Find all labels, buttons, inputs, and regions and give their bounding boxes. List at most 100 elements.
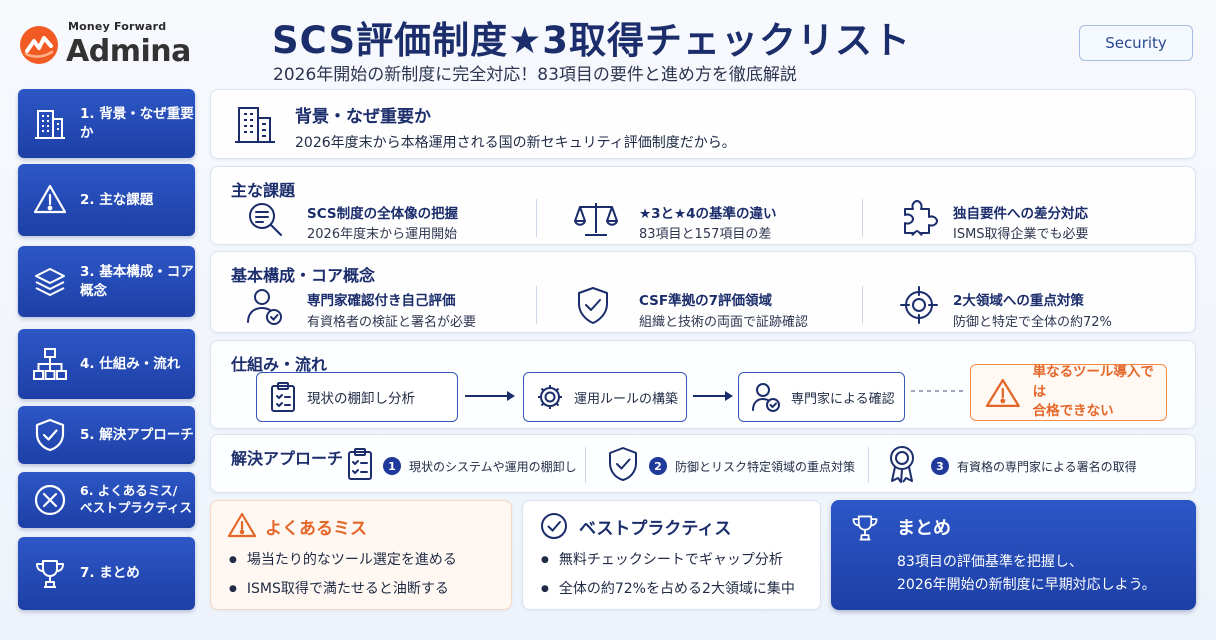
- best-practice-list: 無料チェックシートでギャップ分析 全体の約72%を占める2大領域に集中: [541, 549, 795, 607]
- core-item-sub: 組織と技術の両面で証跡確認: [639, 315, 809, 330]
- issue-title: SCS制度の全体像の把握: [307, 206, 459, 222]
- flow-step-expert[interactable]: 専門家による確認: [738, 372, 905, 422]
- warning-icon: [227, 512, 257, 538]
- shield-check-icon: [26, 415, 74, 455]
- flow-card: 仕組み・流れ 現状の棚卸し分析 運用ルールの構築 専門家による確認 単なるツール…: [210, 340, 1196, 429]
- user-check-icon: [752, 383, 780, 412]
- warning-icon: [26, 180, 74, 220]
- divider: [868, 447, 869, 483]
- target-icon: [900, 286, 938, 324]
- warning-text: 単なるツール導入では 合格できない: [1032, 364, 1154, 420]
- sidebar-item-label: 1. 背景・なぜ重要か: [80, 106, 194, 141]
- issues-card: 主な課題 SCS制度の全体像の把握 2026年度末から運用開始 ★3と★4の基準…: [210, 166, 1196, 245]
- approach-item: 3 有資格の専門家による署名の取得: [931, 457, 1137, 475]
- sidebar-item-label: 5. 解決アプローチ: [80, 426, 194, 443]
- security-badge[interactable]: Security: [1079, 25, 1193, 61]
- logo-brand-text: Money Forward: [68, 20, 167, 33]
- core-title: 基本構成・コア概念: [231, 266, 376, 285]
- arrow-right-icon: [693, 391, 733, 401]
- divider: [536, 286, 537, 324]
- issue-sub: ISMS取得企業でも必要: [953, 227, 1089, 242]
- arrow-right-icon: [465, 391, 515, 401]
- list-item: 場当たり的なツール選定を進める: [229, 549, 457, 569]
- sidebar-item-summary[interactable]: 7. まとめ: [18, 537, 195, 610]
- step-number: 3: [931, 457, 949, 475]
- flow-title: 仕組み・流れ: [231, 355, 328, 374]
- sidebar-item-label: 6. よくあるミス/ ベストプラクティス: [80, 483, 193, 515]
- layers-icon: [26, 262, 74, 302]
- sidebar-item-label: 7. まとめ: [80, 565, 140, 582]
- checklist-icon: [348, 448, 372, 480]
- divider: [862, 199, 863, 237]
- step-number: 2: [649, 457, 667, 475]
- flow-step-rules[interactable]: 運用ルールの構築: [523, 372, 687, 422]
- trophy-icon: [26, 554, 74, 594]
- issue-sub: 2026年度末から運用開始: [307, 227, 458, 242]
- background-card: 背景・なぜ重要か 2026年度末から本格運用される国の新セキュリティ評価制度だか…: [210, 89, 1196, 159]
- mistakes-card: よくあるミス 場当たり的なツール選定を進める ISMS取得で満たせると油断する: [210, 500, 512, 610]
- sidebar-item-background[interactable]: 1. 背景・なぜ重要か: [18, 89, 195, 158]
- core-card: 基本構成・コア概念 専門家確認付き自己評価 有資格者の検証と署名が必要 CSF準…: [210, 251, 1196, 333]
- list-item: 全体の約72%を占める2大領域に集中: [541, 578, 795, 598]
- background-text: 2026年度末から本格運用される国の新セキュリティ評価制度だから。: [295, 135, 736, 151]
- approach-card: 解決アプローチ 1 現状のシステムや運用の棚卸し 2 防御とリスク特定領域の重点…: [210, 434, 1196, 493]
- page-subtitle: 2026年開始の新制度に完全対応！83項目の要件と進め方を徹底解説: [273, 65, 797, 85]
- divider: [862, 286, 863, 324]
- issue-title: ★3と★4の基準の違い: [639, 206, 777, 222]
- search-document-icon: [249, 203, 282, 236]
- divider: [536, 199, 537, 237]
- summary-line-2: 2026年開始の新制度に早期対応しよう。: [897, 577, 1156, 593]
- sidebar-item-mistakes[interactable]: 6. よくあるミス/ ベストプラクティス: [18, 472, 195, 528]
- core-item-title: CSF準拠の7評価領域: [639, 293, 772, 309]
- approach-item: 1 現状のシステムや運用の棚卸し: [383, 457, 577, 475]
- issue-title: 独自要件への差分対応: [953, 206, 1088, 222]
- approach-item-text: 現状のシステムや運用の棚卸し: [409, 459, 577, 474]
- list-item: ISMS取得で満たせると油断する: [229, 578, 457, 598]
- logo-product-name: Admina: [66, 34, 191, 69]
- summary-card: まとめ 83項目の評価基準を把握し、 2026年開始の新制度に早期対応しよう。: [831, 500, 1196, 610]
- gear-icon: [538, 385, 562, 409]
- sidebar-item-flow[interactable]: 4. 仕組み・流れ: [18, 329, 195, 399]
- award-badge-icon: [890, 446, 914, 483]
- warning-icon: [985, 378, 1020, 407]
- hierarchy-icon: [26, 344, 74, 384]
- best-practice-card: ベストプラクティス 無料チェックシートでギャップ分析 全体の約72%を占める2大…: [522, 500, 821, 610]
- sidebar-item-issues[interactable]: 2. 主な課題: [18, 164, 195, 236]
- step-number: 1: [383, 457, 401, 475]
- flow-step-label: 運用ルールの構築: [574, 391, 679, 407]
- sidebar-item-label: 4. 仕組み・流れ: [80, 355, 181, 372]
- core-item-sub: 有資格者の検証と署名が必要: [307, 315, 477, 330]
- background-title: 背景・なぜ重要か: [295, 107, 431, 127]
- shield-check-icon: [609, 447, 637, 481]
- dashed-connector: [911, 390, 967, 392]
- sidebar-item-label: 2. 主な課題: [80, 191, 154, 208]
- flow-step-inventory[interactable]: 現状の棚卸し分析: [256, 372, 458, 422]
- flow-step-label: 専門家による確認: [791, 391, 895, 407]
- mistakes-list: 場当たり的なツール選定を進める ISMS取得で満たせると油断する: [229, 549, 457, 607]
- mistakes-title: よくあるミス: [265, 519, 367, 539]
- scale-icon: [574, 203, 618, 236]
- sidebar-item-label: 3. 基本構成・コア概念: [80, 264, 194, 299]
- core-item-sub: 防御と特定で全体の約72%: [953, 315, 1112, 330]
- check-circle-icon: [541, 513, 567, 539]
- approach-title: 解決アプローチ: [231, 449, 344, 468]
- clipboard-icon: [271, 382, 295, 412]
- issue-sub: 83項目と157項目の差: [639, 227, 772, 242]
- summary-line-1: 83項目の評価基準を把握し、: [897, 554, 1083, 570]
- best-practice-title: ベストプラクティス: [579, 519, 732, 539]
- divider: [585, 447, 586, 483]
- warning-box: 単なるツール導入では 合格できない: [970, 364, 1167, 421]
- logo-mark-icon: [20, 26, 58, 64]
- approach-item: 2 防御とリスク特定領域の重点対策: [649, 457, 855, 475]
- trophy-icon: [852, 515, 878, 541]
- sidebar-item-core[interactable]: 3. 基本構成・コア概念: [18, 246, 195, 317]
- shield-check-icon: [578, 287, 608, 324]
- page-title: SCS評価制度★3取得チェックリスト: [272, 19, 912, 62]
- core-item-title: 専門家確認付き自己評価: [307, 293, 456, 309]
- summary-title: まとめ: [897, 518, 951, 539]
- sidebar-item-approach[interactable]: 5. 解決アプローチ: [18, 406, 195, 464]
- building-icon: [235, 107, 275, 143]
- puzzle-icon: [904, 200, 938, 236]
- approach-item-text: 有資格の専門家による署名の取得: [957, 459, 1137, 474]
- user-verified-icon: [247, 289, 282, 325]
